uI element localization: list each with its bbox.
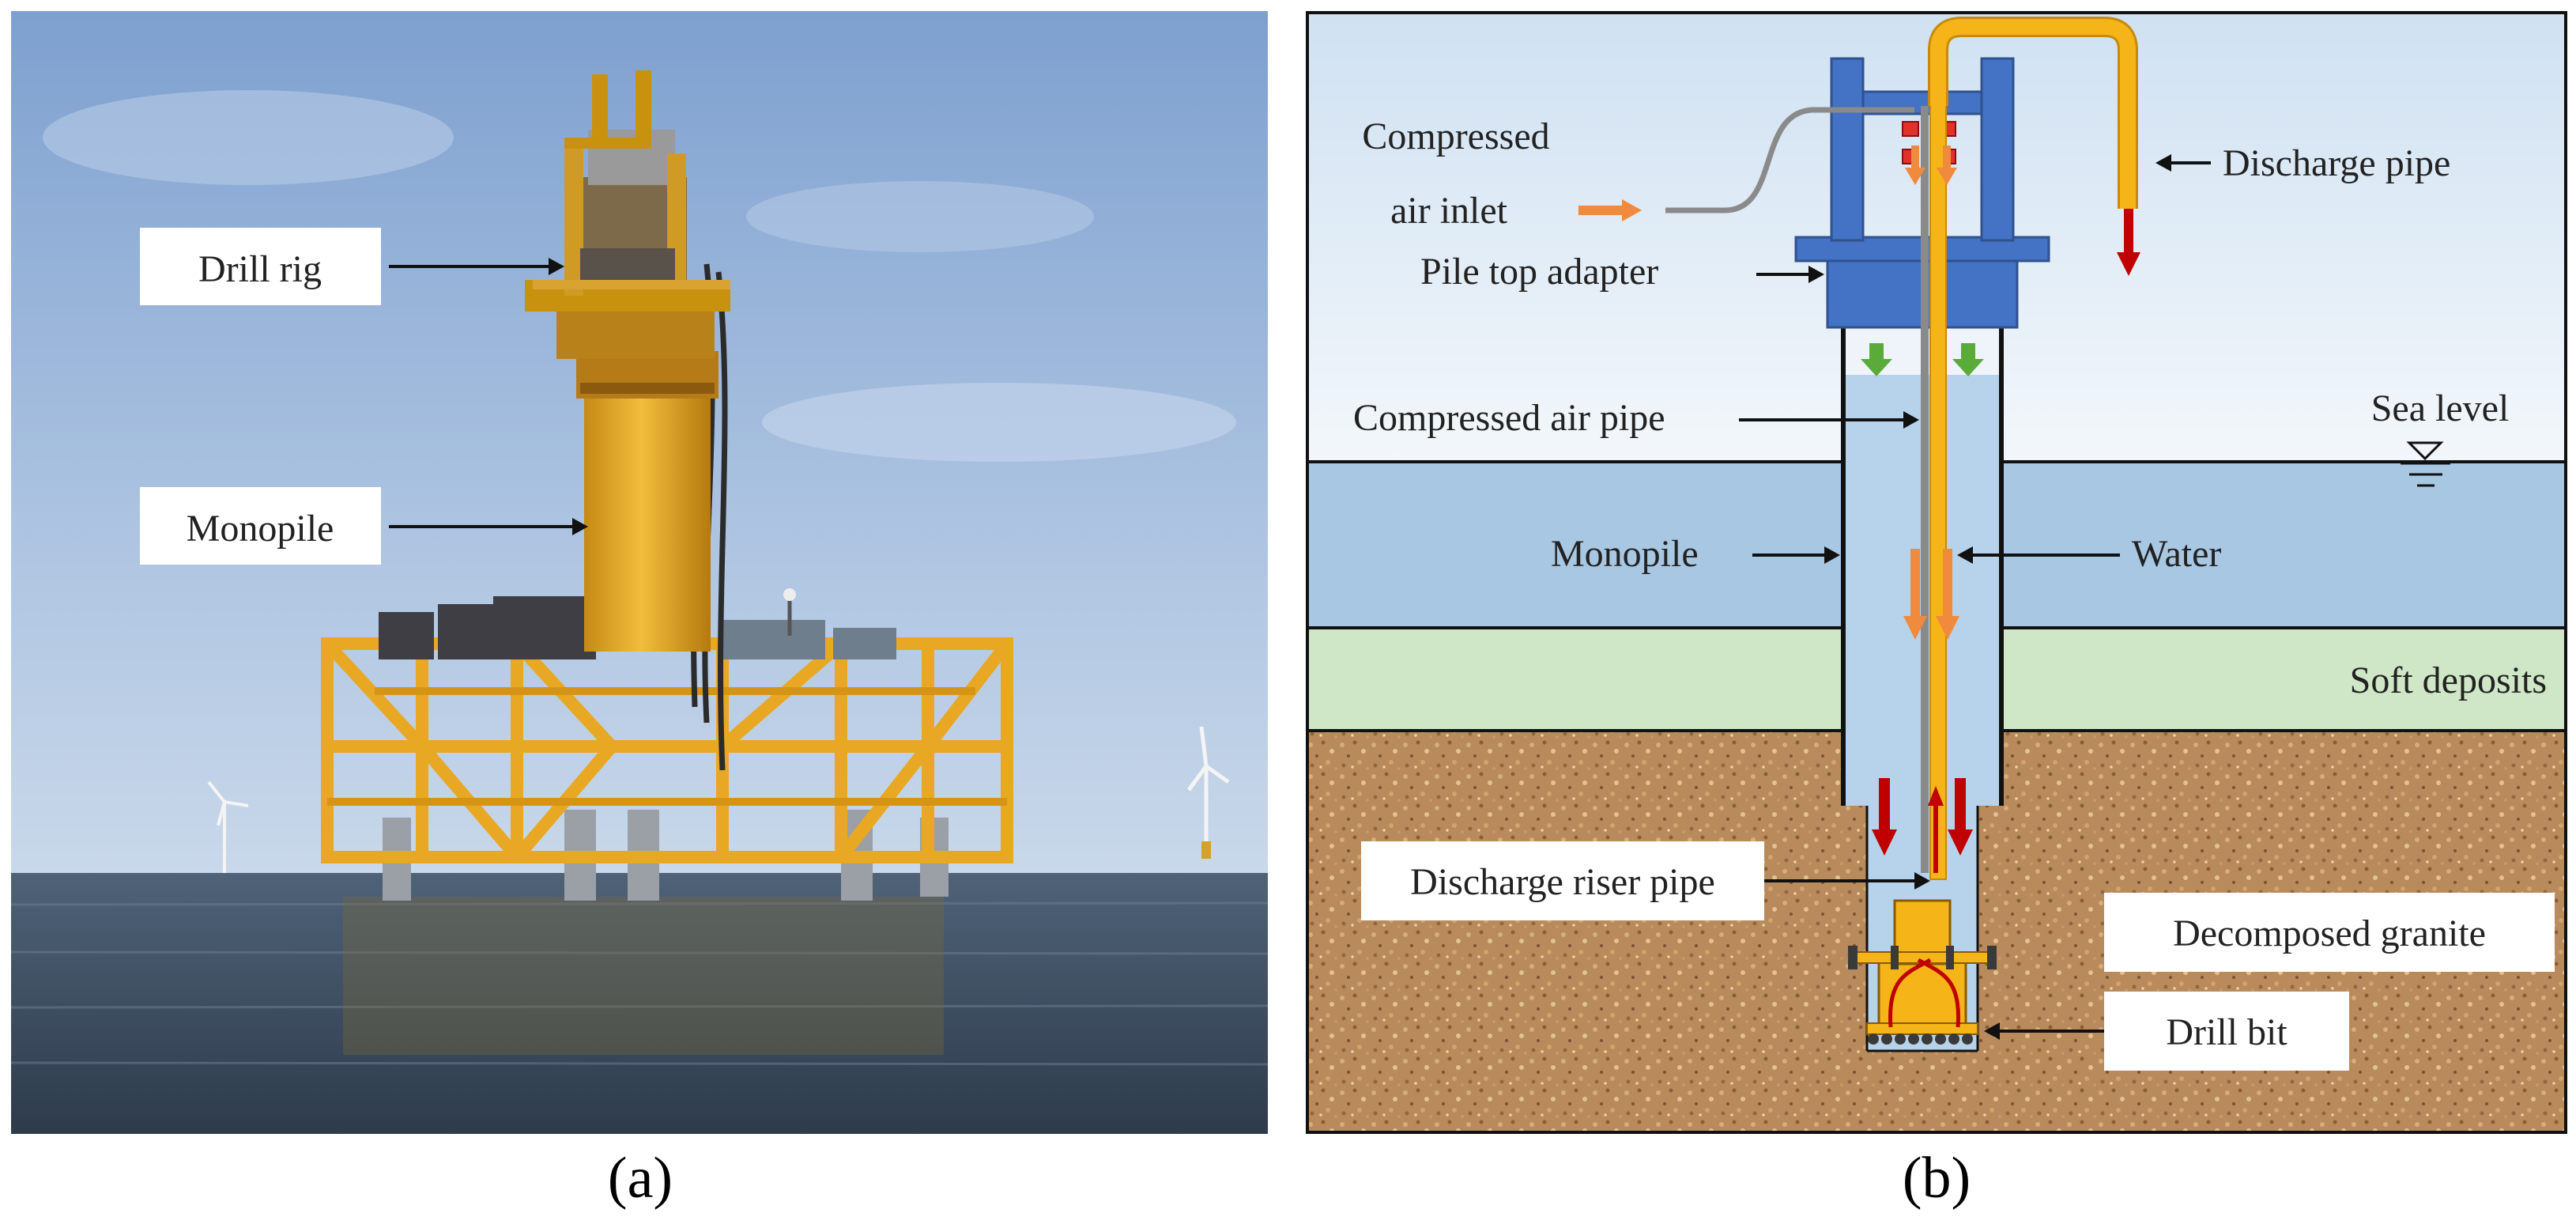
drill-bit (1848, 899, 1997, 1045)
svg-text:Discharge riser pipe: Discharge riser pipe (1410, 861, 1715, 903)
flow-arrows-green (1861, 343, 1984, 376)
photo-panel: Drill rig Monopile (11, 11, 1268, 1134)
label-soft-deposits: Soft deposits (2350, 659, 2547, 701)
label-discharge-pipe: Discharge pipe (2155, 142, 2450, 184)
svg-text:Compressed: Compressed (1362, 115, 1549, 157)
svg-text:Water: Water (2132, 533, 2221, 575)
label-decomposed-granite: Decomposed granite (2104, 893, 2555, 972)
svg-text:Pile top adapter: Pile top adapter (1420, 251, 1658, 293)
schematic-diagram: Compressed air inlet Discharge pipe Pile… (1306, 11, 2567, 1134)
svg-text:Drill bit: Drill bit (2166, 1011, 2287, 1053)
label-sea-level: Sea level (2371, 387, 2510, 429)
label-discharge-riser-pipe: Discharge riser pipe (1361, 841, 1930, 920)
svg-text:Monopile: Monopile (187, 508, 334, 550)
svg-text:Discharge pipe: Discharge pipe (2223, 142, 2450, 184)
label-water: Water (1957, 533, 2221, 575)
flow-arrows-red (1872, 209, 2140, 873)
caption-a: (a) (607, 1146, 673, 1211)
label-compressed-air-pipe: Compressed air pipe (1353, 397, 1919, 439)
label-drill-rig: Drill rig (140, 228, 381, 305)
label-pile-top-adapter: Pile top adapter (1420, 251, 1824, 293)
schematic-panel: Compressed air inlet Discharge pipe Pile… (1306, 11, 2567, 1134)
wind-turbine-left (207, 780, 249, 873)
svg-text:Compressed air pipe: Compressed air pipe (1353, 397, 1665, 439)
discharge-riser-pipe (1929, 104, 1947, 880)
label-compressed-air-inlet: Compressed air inlet (1362, 115, 1549, 232)
label-monopile-photo: Monopile (140, 487, 381, 565)
svg-text:Sea level: Sea level (2371, 387, 2510, 429)
monopile-photo (584, 391, 711, 652)
photo-drill-platform: Drill rig Monopile (11, 11, 1268, 1134)
arrow-drill-rig (389, 258, 564, 275)
caption-b: (b) (1902, 1146, 1971, 1211)
label-monopile-schematic: Monopile (1551, 533, 1840, 575)
svg-text:air inlet: air inlet (1390, 190, 1508, 232)
compressed-air-pipe (1921, 106, 1929, 873)
label-drill-bit: Drill bit (1984, 992, 2349, 1071)
svg-text:Drill rig: Drill rig (198, 248, 322, 290)
arrow-monopile-photo (389, 518, 588, 535)
flow-arrows-orange (1578, 145, 1959, 640)
svg-text:Monopile: Monopile (1551, 533, 1699, 575)
svg-text:Soft deposits: Soft deposits (2350, 659, 2547, 701)
compressed-air-hose (1665, 107, 1914, 213)
sea-level-symbol (2401, 441, 2450, 487)
svg-text:Decomposed granite: Decomposed granite (2173, 912, 2486, 954)
drill-rig-photo (525, 70, 730, 359)
